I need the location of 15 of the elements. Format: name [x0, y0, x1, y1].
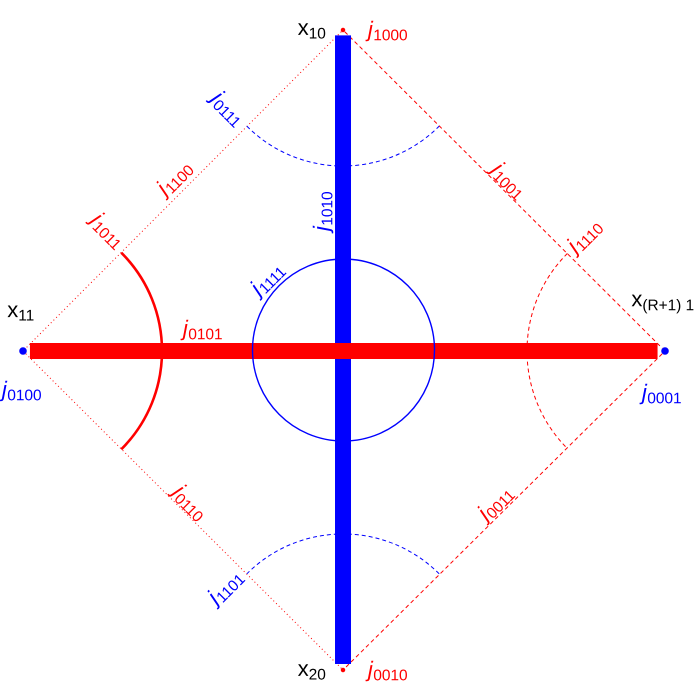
dashed-line: [344, 31, 663, 349]
edge-label: j$_{1010}$: [312, 192, 334, 234]
dot-label: j$_{0010}$: [365, 660, 407, 682]
corner-label: x$_{11}$: [8, 305, 34, 321]
dot-label: j$_{0001}$: [639, 384, 681, 404]
dot-label: j$_{1000}$: [365, 20, 407, 42]
corner-label: x$_{(R+1) 1}$: [632, 294, 694, 314]
dotted-line: [25, 31, 342, 349]
dotted-line: [25, 353, 342, 669]
corner-label: x$_{10}$: [298, 23, 326, 39]
corner-label: x$_{20}$: [298, 664, 326, 680]
edge-label: j$_{0101}$: [180, 320, 222, 340]
dashed-line: [344, 353, 663, 669]
bar: [30, 343, 658, 359]
bar: [335, 35, 351, 664]
